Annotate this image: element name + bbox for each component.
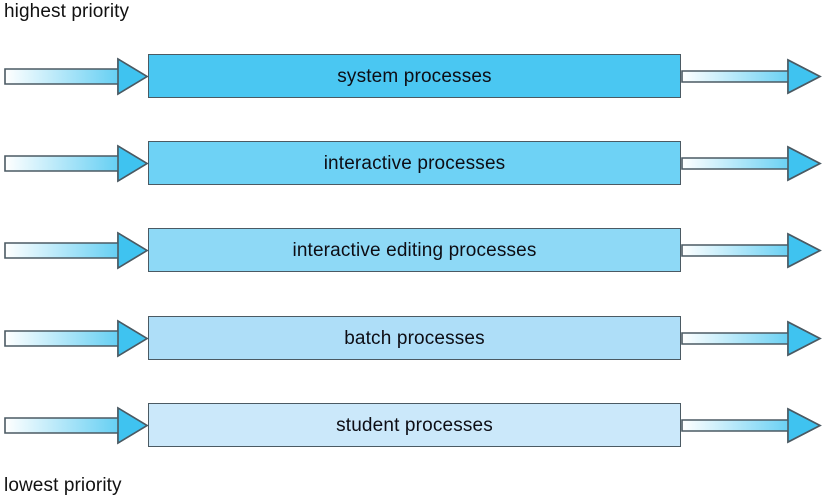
outgoing-arrow-head bbox=[787, 407, 822, 444]
incoming-arrow-head bbox=[117, 406, 149, 445]
incoming-arrow-head bbox=[117, 144, 149, 183]
queue-row: system processes bbox=[0, 54, 824, 100]
queue-box-label: student processes bbox=[336, 414, 493, 436]
queue-box[interactable]: interactive editing processes bbox=[148, 228, 681, 272]
queue-row: batch processes bbox=[0, 316, 824, 362]
queue-box-label: batch processes bbox=[344, 327, 485, 349]
outgoing-arrow-head bbox=[787, 232, 822, 269]
queue-arrows bbox=[4, 231, 822, 270]
queue-box[interactable]: system processes bbox=[148, 54, 681, 98]
queue-box[interactable]: student processes bbox=[148, 403, 681, 447]
queue-box[interactable]: batch processes bbox=[148, 316, 681, 360]
queue-box[interactable]: interactive processes bbox=[148, 141, 681, 185]
lowest-priority-label: lowest priority bbox=[4, 475, 122, 496]
queue-box-label: interactive processes bbox=[323, 152, 506, 174]
outgoing-arrow-head bbox=[787, 320, 822, 357]
highest-priority-label: highest priority bbox=[4, 1, 130, 22]
queue-box-label: system processes bbox=[337, 65, 492, 87]
queue-arrows bbox=[4, 406, 822, 445]
queue-row: interactive processes bbox=[0, 141, 824, 187]
incoming-arrow-head bbox=[117, 319, 149, 358]
incoming-arrow-head bbox=[117, 231, 149, 270]
outgoing-arrow-head bbox=[787, 58, 822, 95]
outgoing-arrow-head bbox=[787, 145, 822, 182]
queue-row: student processes bbox=[0, 403, 824, 449]
queue-arrows bbox=[4, 319, 822, 358]
queue-box-label: interactive editing processes bbox=[292, 239, 537, 261]
incoming-arrow-head bbox=[117, 57, 149, 96]
queue-arrows bbox=[4, 144, 822, 183]
queue-row: interactive editing processes bbox=[0, 228, 824, 274]
queue-arrows bbox=[4, 57, 822, 96]
